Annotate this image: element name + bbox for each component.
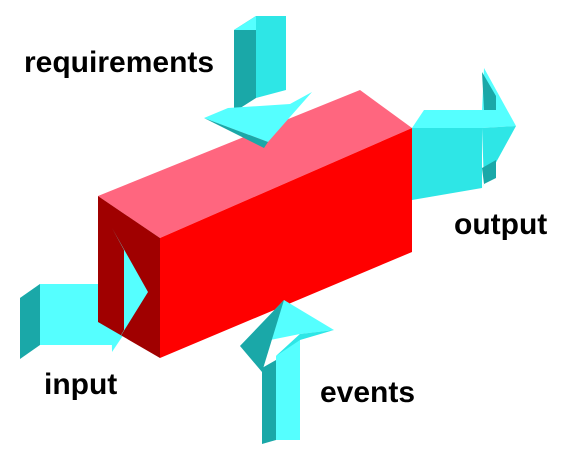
events-arrow-shaft: [276, 334, 300, 440]
output-arrow-shaft-top: [412, 110, 484, 128]
req-arrow-head-top: [204, 92, 312, 142]
req-arrow-head-side: [204, 118, 268, 148]
events-arrow: [240, 300, 334, 444]
box-front-face: [160, 128, 412, 358]
input-arrow-end: [20, 284, 40, 359]
output-arrow-head-lower: [482, 160, 496, 184]
events-arrow-head-side: [240, 300, 284, 372]
output-arrow-head-side: [482, 72, 496, 110]
events-label: events: [320, 376, 416, 409]
output-arrow-head-top: [482, 68, 516, 128]
input-arrow-front: [40, 284, 112, 345]
events-arrow-shaft-side: [262, 360, 276, 444]
req-arrow-shaft-side: [234, 16, 256, 112]
output-label: output: [454, 208, 548, 241]
events-arrow-head-front: [276, 330, 334, 356]
input-label: input: [44, 368, 118, 401]
requirements-label: requirements: [24, 46, 215, 79]
req-arrow-shaft: [256, 16, 286, 98]
output-arrow-shaft: [412, 128, 482, 200]
input-arrow-overlay: [112, 228, 148, 350]
requirements-arrow: [204, 16, 312, 148]
output-arrow: [412, 68, 516, 200]
input-arrow-head-over: [112, 228, 148, 350]
box-top-face: [98, 90, 412, 238]
